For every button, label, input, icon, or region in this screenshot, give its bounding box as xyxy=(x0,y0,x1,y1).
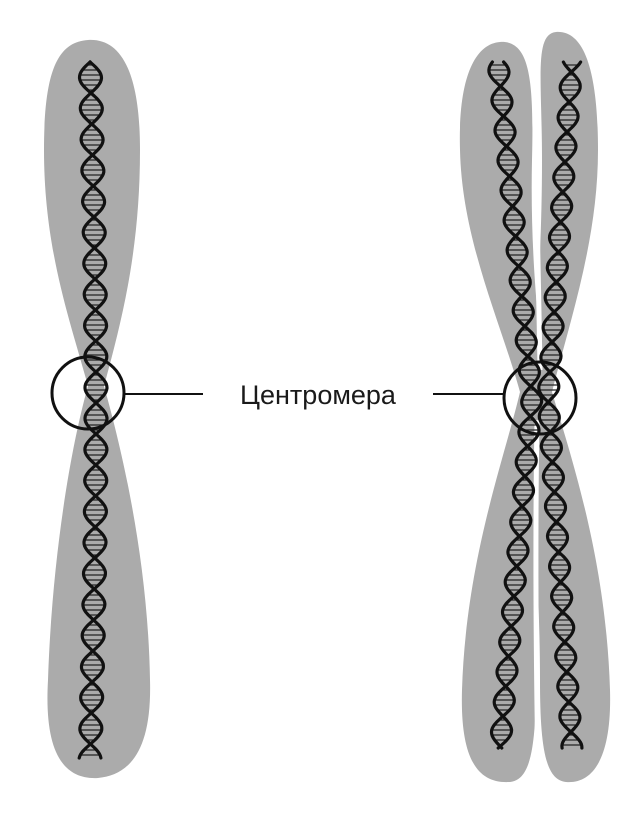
centromere-label: Центромера xyxy=(240,380,397,410)
chromatid-gap-bottom xyxy=(536,420,538,770)
